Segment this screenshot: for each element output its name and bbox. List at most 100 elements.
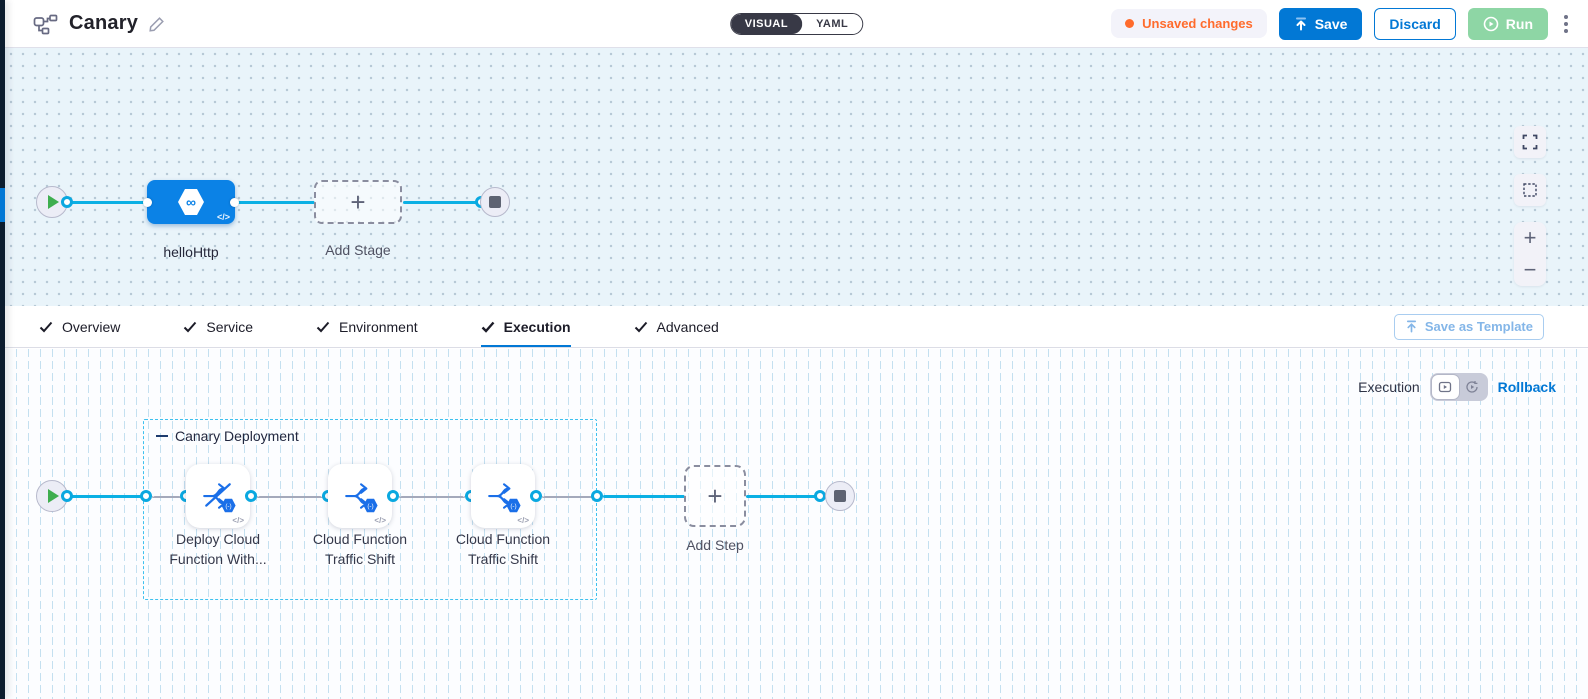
execution-start-node[interactable] xyxy=(36,480,68,512)
check-icon xyxy=(316,321,330,332)
save-as-template-label: Save as Template xyxy=(1424,319,1533,334)
yaml-mode-button[interactable]: YAML xyxy=(802,13,863,34)
start-play-icon xyxy=(48,489,59,503)
step-node-traffic-shift-2[interactable]: (-) </> xyxy=(471,464,535,528)
step-group-label: Canary Deployment xyxy=(175,428,299,444)
unsaved-changes-label: Unsaved changes xyxy=(1142,16,1253,31)
code-icon: </> xyxy=(232,516,244,525)
add-step-label: Add Step xyxy=(686,537,744,553)
svg-text:(-): (-) xyxy=(367,503,373,510)
stage-node-hellohttp[interactable]: ∞ </> xyxy=(143,180,239,224)
exec-connector-dashed xyxy=(542,496,597,498)
tab-advanced[interactable]: Advanced xyxy=(634,306,719,347)
stage-connector-line xyxy=(71,201,147,204)
fullscreen-button[interactable] xyxy=(1514,126,1546,158)
deploy-no-traffic-icon xyxy=(203,483,231,509)
tab-label: Advanced xyxy=(656,318,719,335)
exec-connector-line xyxy=(746,495,820,498)
nav-edge-strip xyxy=(0,0,5,699)
execution-toolbar: Execution Rollback xyxy=(1358,373,1556,401)
save-button[interactable]: Save xyxy=(1278,7,1363,40)
tab-label: Overview xyxy=(62,318,121,335)
step-group-canary-deployment[interactable]: Canary Deployment xyxy=(143,419,597,600)
marquee-select-button[interactable] xyxy=(1514,174,1546,206)
tab-environment[interactable]: Environment xyxy=(316,306,418,347)
zoom-out-button[interactable]: − xyxy=(1514,254,1546,286)
tab-service[interactable]: Service xyxy=(183,306,253,347)
connector-ring[interactable] xyxy=(530,490,542,502)
connector-ring[interactable] xyxy=(61,490,73,502)
tab-label: Service xyxy=(206,318,254,335)
visual-mode-button[interactable]: VISUAL xyxy=(730,13,803,34)
connector-ring[interactable] xyxy=(140,490,152,502)
execution-view-icon xyxy=(1438,381,1452,393)
step-group-header[interactable]: Canary Deployment xyxy=(156,428,299,444)
stop-square-icon xyxy=(489,196,501,208)
execution-graph-canvas[interactable]: Execution Rollback xyxy=(5,349,1588,699)
cloud-functions-badge-icon: (-) xyxy=(221,498,236,513)
canvas-controls: + − xyxy=(1514,126,1546,286)
edit-title-button[interactable] xyxy=(148,15,166,33)
exec-connector-dashed xyxy=(257,496,323,498)
zoom-in-button[interactable]: + xyxy=(1514,222,1546,254)
connector-ring[interactable] xyxy=(61,196,73,208)
page-title: Canary xyxy=(69,12,139,34)
execution-rollback-toggle xyxy=(1429,373,1488,401)
tab-overview[interactable]: Overview xyxy=(39,306,120,347)
execution-toolbar-label: Execution xyxy=(1358,379,1420,395)
discard-button[interactable]: Discard xyxy=(1374,7,1456,40)
collapse-icon xyxy=(156,434,168,438)
unsaved-dot-icon xyxy=(1125,19,1135,28)
start-play-icon xyxy=(48,195,59,209)
add-step-button[interactable]: + xyxy=(684,465,746,527)
exec-connector-line xyxy=(603,495,685,498)
step-node-traffic-shift-1[interactable]: (-) </> xyxy=(328,464,392,528)
stage-tabbar: Overview Service Environment Execution A… xyxy=(5,306,1588,348)
stage-out-port xyxy=(230,198,239,207)
marquee-select-icon xyxy=(1523,183,1537,197)
plus-icon: + xyxy=(707,481,723,511)
nav-edge-highlight xyxy=(0,188,5,222)
save-as-template-button[interactable]: Save as Template xyxy=(1393,313,1544,340)
step-label: Deploy Cloud Function With... xyxy=(169,531,267,567)
svg-text:∞: ∞ xyxy=(186,194,196,210)
connector-ring[interactable] xyxy=(245,490,257,502)
plus-icon: + xyxy=(350,187,366,217)
stage-name-label: helloHttp xyxy=(163,244,219,260)
tab-label: Execution xyxy=(503,318,571,335)
cloud-function-stage-icon: ∞ xyxy=(178,189,204,215)
check-icon xyxy=(634,321,647,332)
pipeline-icon xyxy=(33,13,59,35)
pipeline-end-node[interactable] xyxy=(480,187,510,217)
rollback-link[interactable]: Rollback xyxy=(1497,379,1556,395)
stop-square-icon xyxy=(834,490,846,502)
step-label: Cloud Function Traffic Shift xyxy=(455,531,551,567)
execution-end-node[interactable] xyxy=(825,481,855,511)
stage-graph-canvas[interactable]: ∞ </> helloHttp + Add Stage + − xyxy=(5,48,1588,306)
run-button[interactable]: Run xyxy=(1467,7,1548,40)
unsaved-changes-badge: Unsaved changes xyxy=(1111,9,1267,38)
tab-label: Environment xyxy=(339,318,418,335)
exec-connector-dashed xyxy=(399,496,465,498)
rollback-view-button[interactable] xyxy=(1459,375,1486,399)
add-stage-button[interactable]: + xyxy=(314,180,402,224)
stage-connector-line xyxy=(237,201,315,204)
title-group: Canary xyxy=(33,12,166,35)
check-icon xyxy=(481,321,495,333)
connector-ring[interactable] xyxy=(814,490,826,502)
more-options-button[interactable] xyxy=(1560,11,1572,37)
svg-text:(-): (-) xyxy=(225,503,231,510)
connector-ring[interactable] xyxy=(387,490,399,502)
discard-label: Discard xyxy=(1389,15,1441,32)
cloud-functions-badge-icon: (-) xyxy=(363,498,378,513)
step-node-deploy-cloud-function[interactable]: (-) </> xyxy=(186,464,250,528)
check-icon xyxy=(184,321,197,332)
svg-text:(-): (-) xyxy=(510,503,516,510)
execution-view-button[interactable] xyxy=(1431,375,1459,399)
zoom-controls: + − xyxy=(1514,222,1546,286)
rollback-view-icon xyxy=(1466,381,1478,393)
tab-execution[interactable]: Execution xyxy=(480,306,571,347)
connector-ring[interactable] xyxy=(591,490,603,502)
cloud-functions-badge-icon: (-) xyxy=(506,498,521,513)
visual-yaml-toggle: VISUAL YAML xyxy=(729,12,864,35)
